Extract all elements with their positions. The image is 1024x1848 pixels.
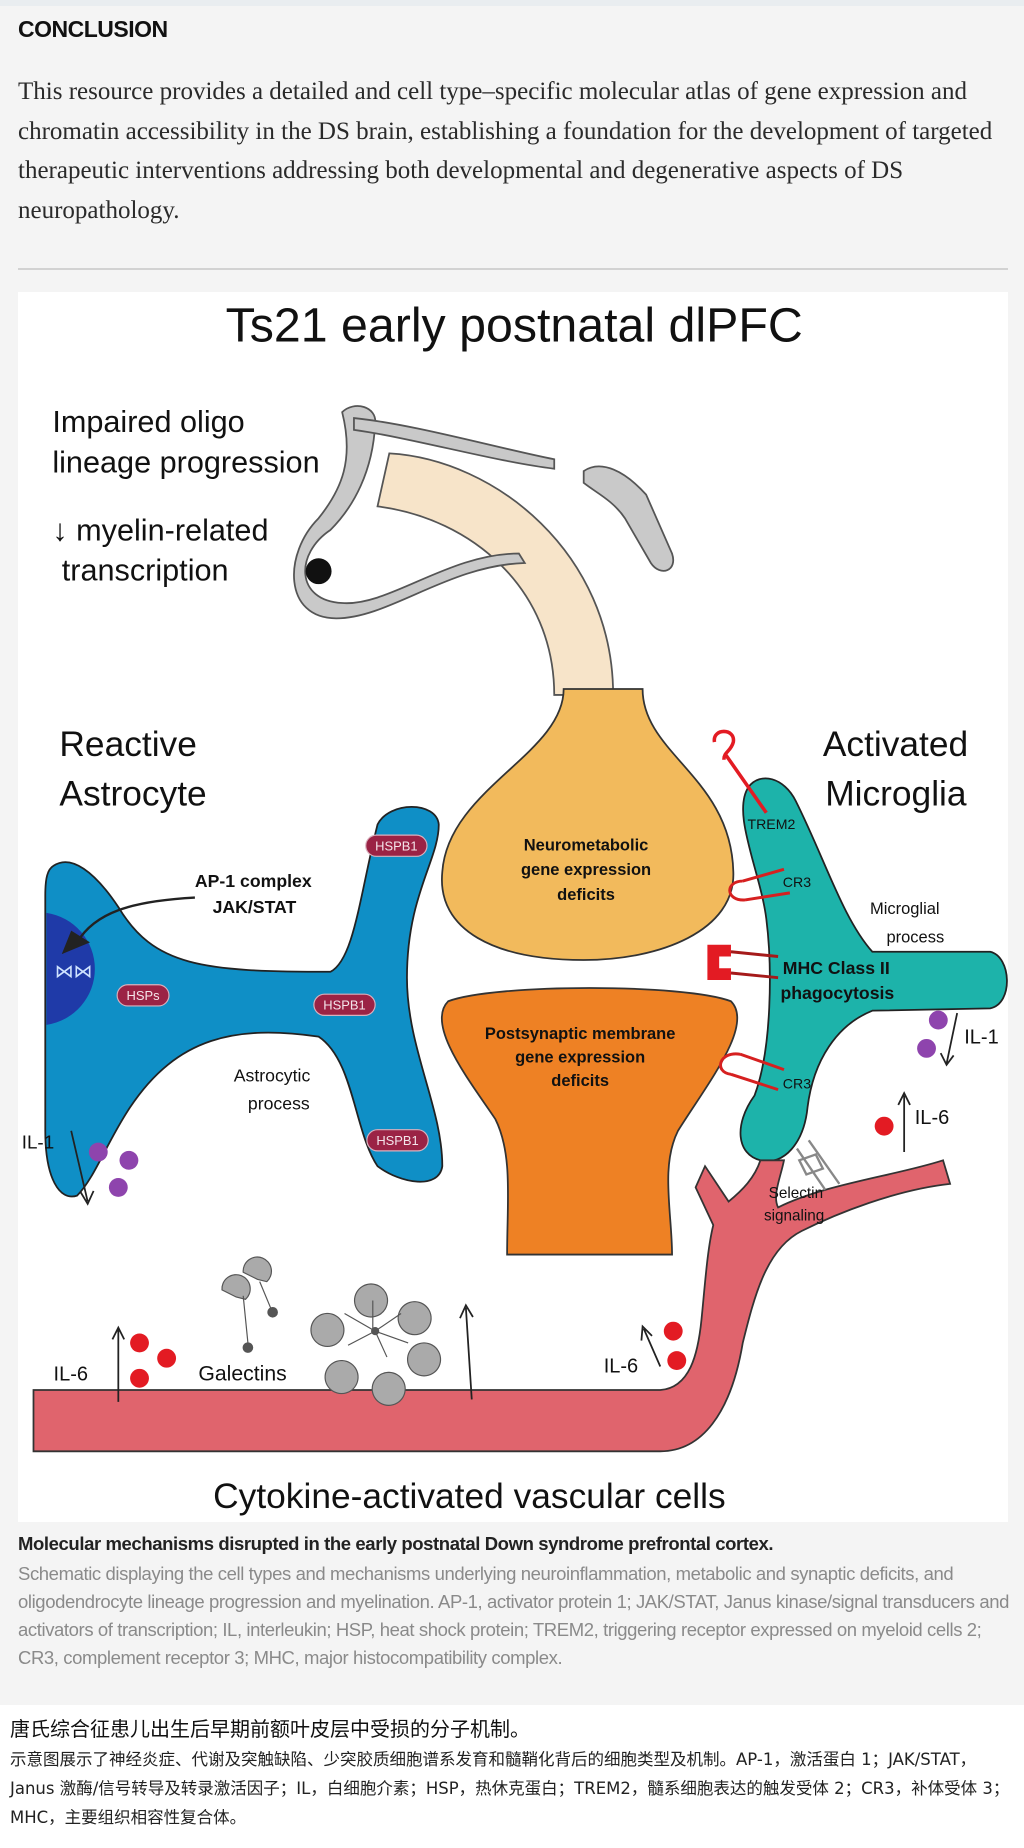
vascular-title: Cytokine-activated vascular cells [213, 1477, 725, 1516]
up-arrow-icon [640, 1324, 662, 1367]
microglia-title: Activated [823, 725, 968, 764]
microglia-cell [739, 777, 1008, 1163]
microglial-process-label: process [886, 928, 944, 946]
mhc-receptor-icon [707, 944, 731, 981]
top-bar [0, 0, 1024, 6]
postsynaptic-terminal [441, 987, 739, 1256]
hspb1-badge: HSPB1 [323, 998, 365, 1013]
ap1-label: AP-1 complex [195, 871, 312, 891]
dna-icon: ⋈⋈ [55, 962, 93, 983]
galectin-icon [221, 1256, 278, 1353]
conclusion-text: This resource provides a detailed and ce… [18, 78, 993, 224]
il1-molecule [88, 1142, 108, 1162]
il6-molecule [663, 1321, 683, 1341]
selectin-icon [795, 1139, 841, 1191]
il1-molecule [108, 1177, 128, 1197]
galectin-lattice-icon [310, 1283, 442, 1406]
figure-title: Ts21 early postnatal dlPFC [226, 298, 803, 352]
postsynaptic-label: gene expression [515, 1049, 645, 1067]
astrocyte-title: Reactive [59, 725, 196, 764]
il6-label: IL-6 [915, 1107, 950, 1129]
il6-molecule [157, 1348, 177, 1368]
astrocyte-title: Astrocyte [59, 775, 206, 814]
astrocytic-process-label: Astrocytic [234, 1065, 311, 1085]
up-arrow-icon [459, 1303, 474, 1400]
blood-vessel [32, 1159, 952, 1453]
il6-label: IL-6 [54, 1364, 88, 1386]
il6-molecule [130, 1368, 149, 1388]
pathway-arrow [76, 896, 195, 943]
up-arrow-icon [111, 1325, 125, 1402]
cr3-label: CR3 [783, 874, 811, 890]
il1-label: IL-1 [22, 1132, 54, 1153]
hspb1-badge: HSPB1 [376, 1133, 418, 1148]
up-arrow-icon [897, 1091, 911, 1153]
cr3-receptor-icon [719, 1052, 785, 1092]
astrocyte-cell [44, 805, 444, 1198]
microglia-title: Microglia [825, 775, 967, 814]
schematic-figure: Ts21 early postnatal dlPFC Impaired olig… [18, 292, 1008, 1522]
cr3-label: CR3 [783, 1075, 811, 1091]
down-arrow-icon [939, 1012, 959, 1067]
caption-title: Molecular mechanisms disrupted in the ea… [18, 1533, 774, 1554]
translation-text: 示意图展示了神经炎症、代谢及突触缺陷、少突胶质细胞谱系发育和髓鞘化背后的细胞类型… [10, 1750, 1010, 1827]
mhc-label: MHC Class II [783, 958, 890, 978]
microglial-process-label: Microglial [870, 900, 940, 918]
presynaptic-terminal [441, 688, 735, 961]
mhc-stalk [730, 950, 779, 980]
cr3-receptor-icon [728, 867, 791, 902]
presynaptic-label: gene expression [521, 861, 651, 879]
trem2-label: TREM2 [747, 816, 795, 832]
translation-section: 唐氏综合征患儿出生后早期前额叶皮层中受损的分子机制。 示意图展示了神经炎症、代谢… [0, 1705, 1024, 1848]
oligo-label: ↓ myelin-related [52, 514, 268, 548]
oligo-label: transcription [62, 554, 229, 588]
hspb1-badge: HSPB1 [375, 838, 417, 853]
selectin-label: Selectin [769, 1185, 823, 1202]
presynaptic-label: deficits [557, 886, 615, 904]
trem2-receptor-icon [712, 729, 768, 814]
down-arrow-icon [70, 1130, 95, 1206]
translation-title: 唐氏综合征患儿出生后早期前额叶皮层中受损的分子机制。 [10, 1717, 530, 1741]
astrocytic-process-label: process [248, 1094, 310, 1114]
il1-molecule [917, 1038, 936, 1058]
galectins-label: Galectins [198, 1363, 286, 1386]
il1-label: IL-1 [964, 1027, 999, 1049]
il1-molecule [928, 1010, 948, 1030]
postsynaptic-label: deficits [551, 1072, 609, 1090]
il6-molecule [130, 1333, 149, 1353]
il6-molecule [667, 1351, 687, 1371]
conclusion-heading: CONCLUSION [18, 16, 168, 42]
oligo-label: Impaired oligo [52, 405, 244, 439]
oligo-nucleus [305, 558, 332, 585]
postsynaptic-label: Postsynaptic membrane [485, 1025, 676, 1043]
oligodendrocyte [293, 405, 675, 696]
il6-label: IL-6 [604, 1355, 639, 1377]
il1-molecule [119, 1150, 139, 1170]
divider [18, 268, 1008, 270]
phagocytosis-label: phagocytosis [780, 983, 894, 1003]
selectin-label: signaling [764, 1207, 824, 1224]
hsps-badge: HSPs [127, 988, 160, 1003]
oligo-label: lineage progression [52, 445, 319, 479]
presynaptic-label: Neurometabolic [524, 836, 649, 854]
jakstat-label: JAK/STAT [213, 897, 297, 917]
caption-text: Schematic displaying the cell types and … [18, 1563, 1010, 1668]
il6-molecule [874, 1116, 894, 1136]
